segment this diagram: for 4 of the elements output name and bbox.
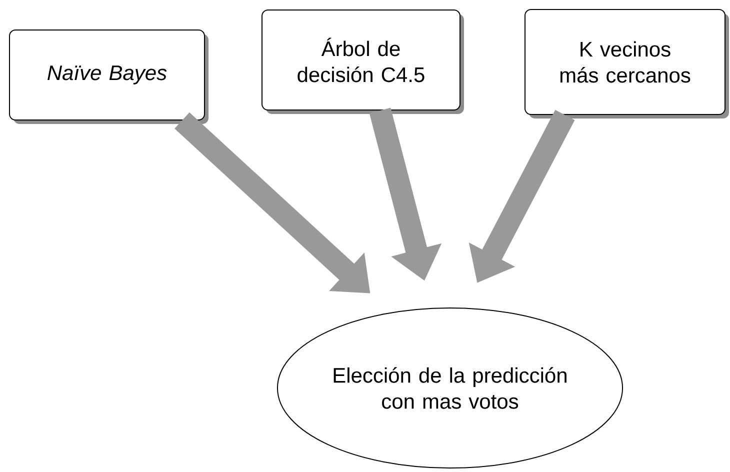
rounded-box: Naïve Bayes (9, 30, 208, 124)
rounded-box: Árbol de decisión C4.5 (262, 10, 464, 114)
ellipse-node: Elección de la predicción con mas votos (276, 308, 624, 468)
rounded-box: K vecinos más cercanos (524, 9, 729, 118)
